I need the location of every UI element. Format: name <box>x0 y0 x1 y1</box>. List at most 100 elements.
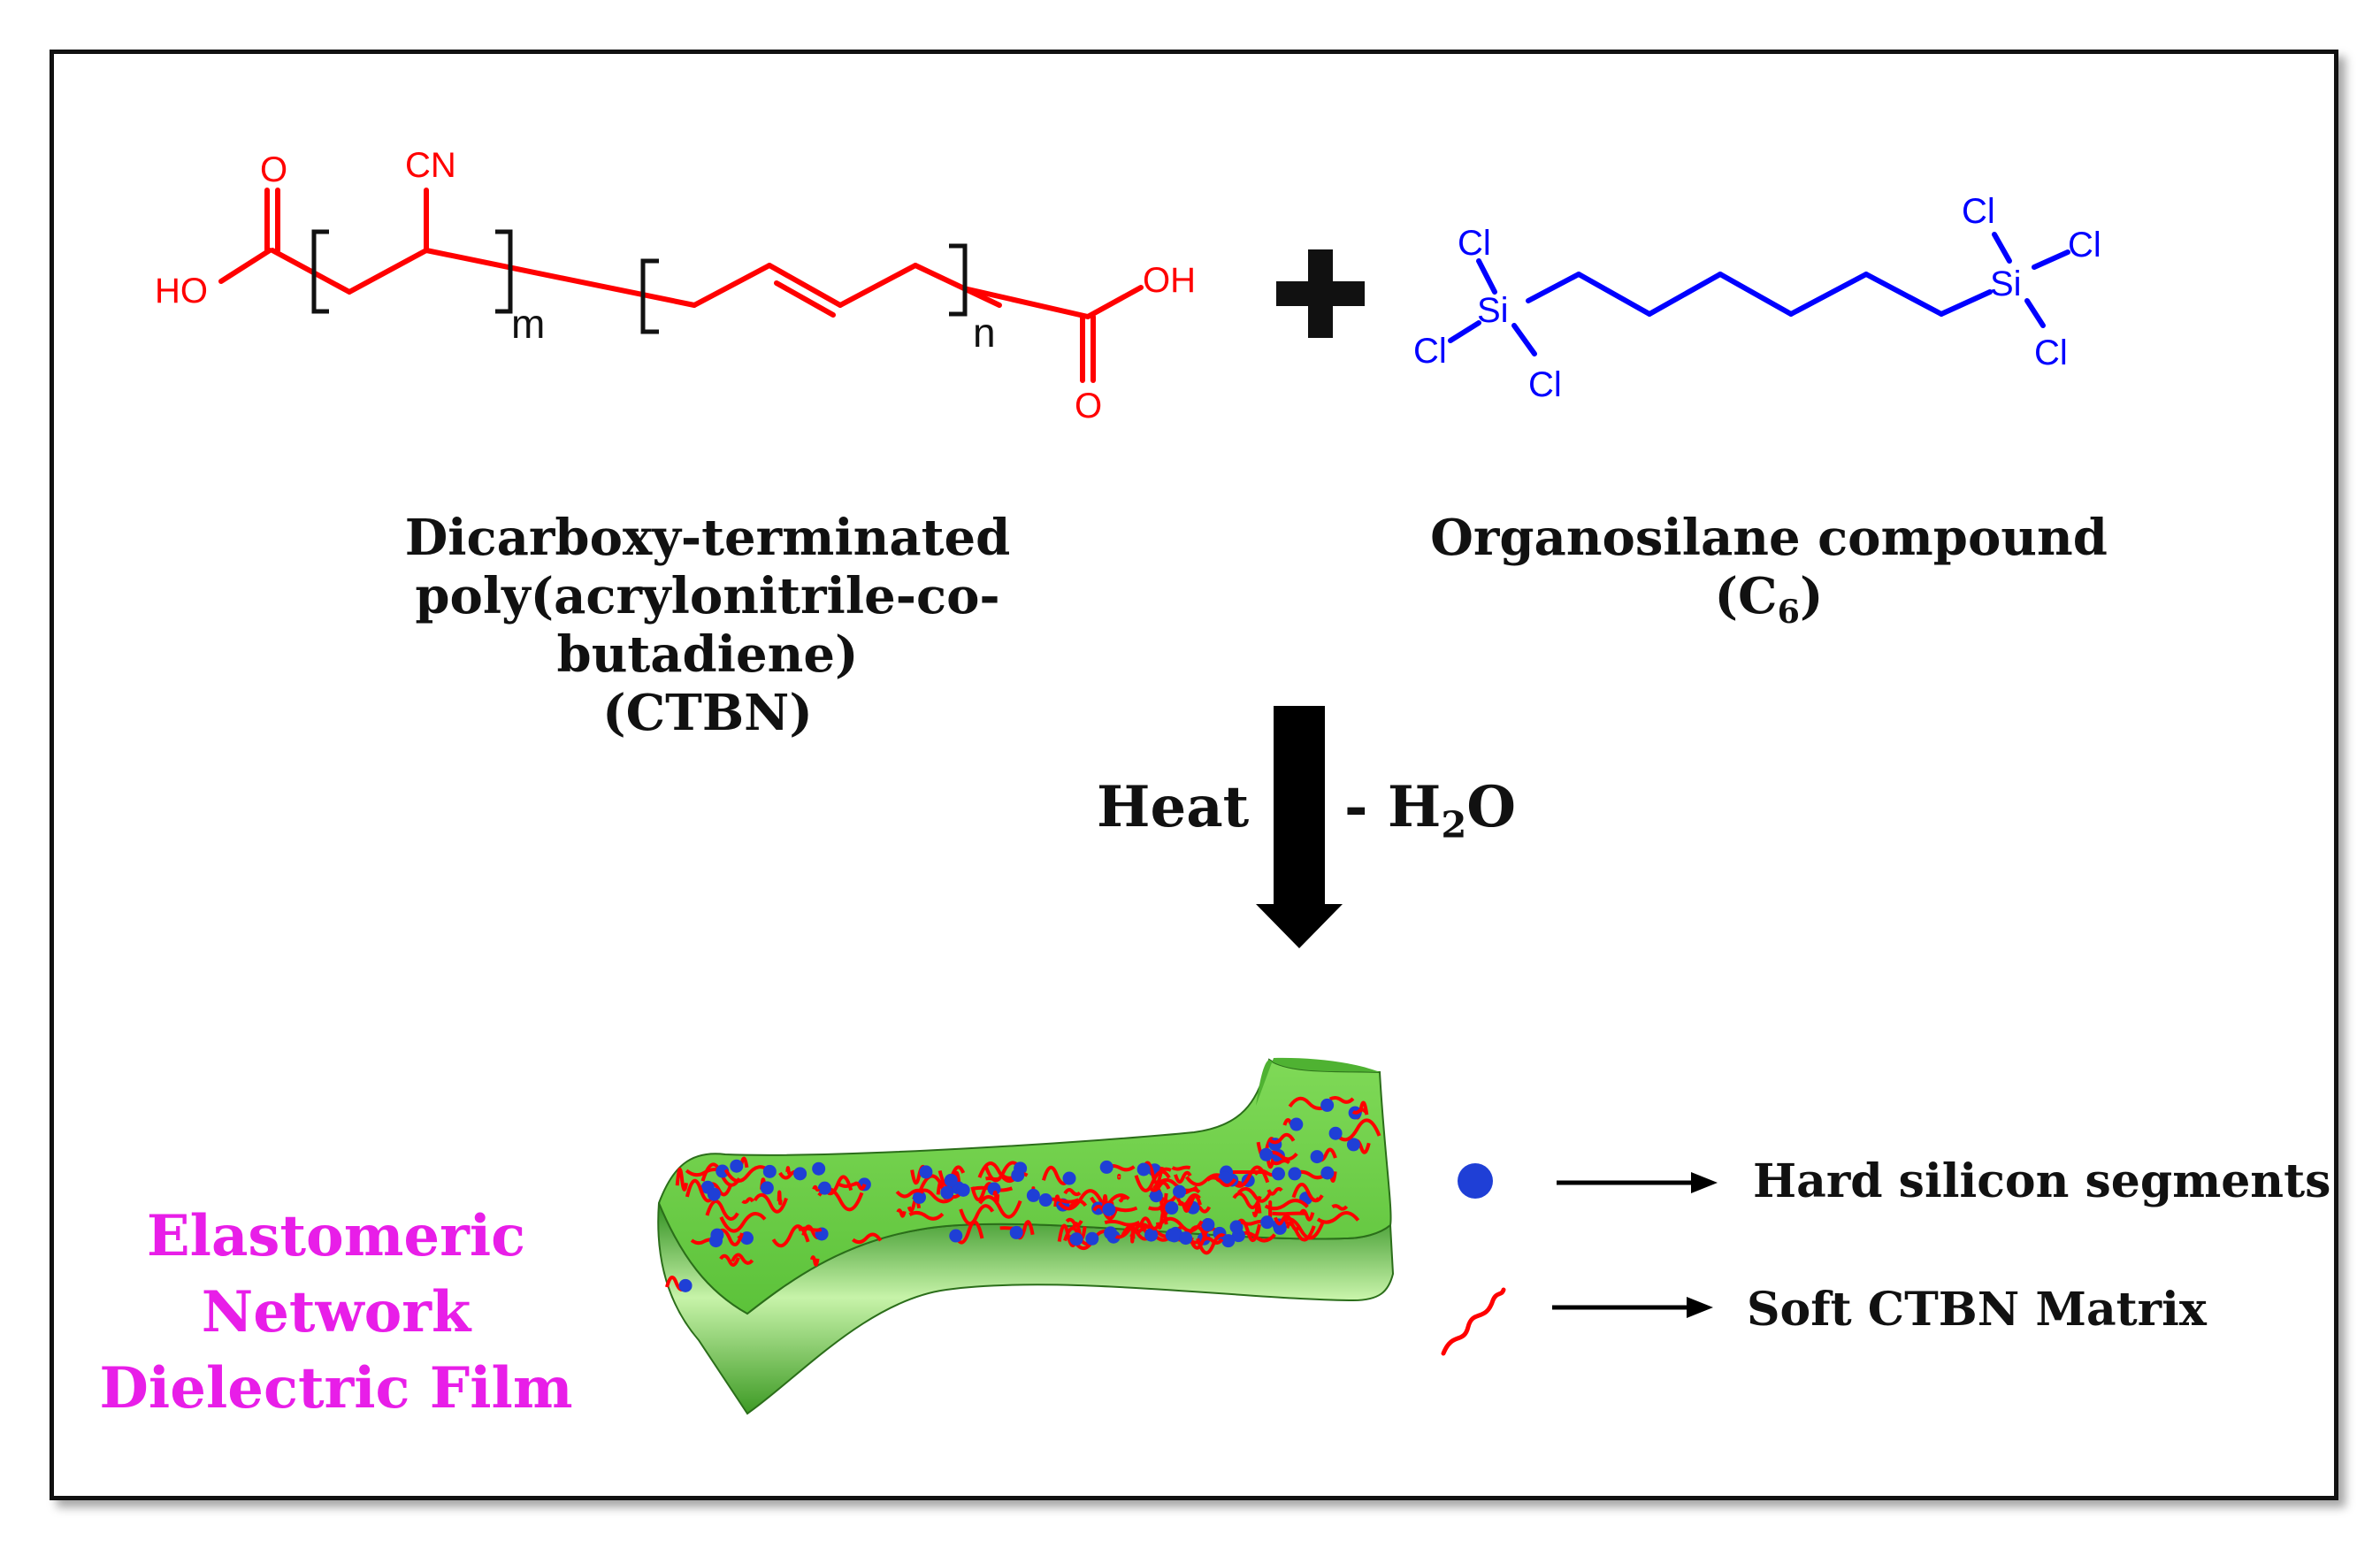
hard-segment-node <box>1173 1184 1187 1199</box>
soft-chain <box>810 1255 820 1267</box>
bond <box>961 286 1091 319</box>
water-suffix: O <box>1466 774 1517 840</box>
hard-segment-node <box>1229 1220 1244 1234</box>
organosilane-caption-line2: (C6) <box>1397 567 2140 641</box>
red-squiggle-icon <box>1441 1287 1506 1356</box>
soft-chain <box>1264 1199 1309 1211</box>
soft-chain <box>985 1177 1001 1182</box>
repeat-brackets <box>311 229 968 334</box>
hard-segment-node <box>716 1164 730 1178</box>
soft-chain <box>1272 1211 1306 1216</box>
soft-chain <box>1236 1186 1273 1203</box>
soft-chain <box>1177 1200 1191 1213</box>
soft-chain <box>719 1253 740 1267</box>
soft-chain <box>1274 1214 1291 1226</box>
soft-chain <box>777 1190 783 1206</box>
water-subscript: 2 <box>1441 802 1467 847</box>
soft-chain <box>685 1178 716 1203</box>
bond <box>347 248 429 295</box>
hard-segment-node <box>940 1185 954 1200</box>
bracket-m-right <box>495 229 513 314</box>
soft-chain <box>1298 1208 1315 1222</box>
bracket-n-right <box>949 243 968 317</box>
soft-chain <box>741 1197 754 1204</box>
atom-o-right: O <box>1075 387 1102 425</box>
atom-cn: CN <box>405 146 456 185</box>
soft-chain <box>1291 1183 1324 1203</box>
bond <box>1992 232 2012 264</box>
bond <box>1448 320 1481 343</box>
bond <box>692 263 772 308</box>
soft-chain <box>1071 1222 1087 1240</box>
water-loss-label: - H2O <box>1344 774 1516 846</box>
soft-chain <box>853 1181 867 1191</box>
hard-segment-node <box>762 1164 777 1178</box>
hard-segment-node <box>1289 1117 1304 1131</box>
bond <box>838 263 918 308</box>
product-line2: Network <box>201 1279 471 1345</box>
hard-segment-node <box>793 1167 807 1181</box>
hard-segment-node <box>812 1161 826 1176</box>
soft-chain <box>896 1208 907 1218</box>
soft-chain <box>812 1184 821 1192</box>
soft-chain <box>771 1224 810 1248</box>
organosilane-caption: Organosilane compound (C6) <box>1397 509 2140 641</box>
atom-o-left: O <box>260 150 287 189</box>
bond <box>1511 323 1537 356</box>
soft-chain <box>1331 1204 1349 1211</box>
legend-arrow-hard <box>1557 1172 1718 1193</box>
hard-segment-node <box>913 1190 927 1204</box>
hard-segment-node <box>1038 1193 1052 1207</box>
soft-chain <box>977 1161 1020 1184</box>
soft-chain <box>1118 1193 1126 1203</box>
film-curl <box>1256 1057 1380 1106</box>
hard-segment-node <box>919 1165 933 1179</box>
hard-segment-node <box>1009 1225 1023 1239</box>
reaction-arrow <box>1256 706 1343 948</box>
bond <box>1526 272 1581 303</box>
soft-chain <box>1174 1170 1192 1184</box>
hard-segment-node <box>1099 1160 1113 1174</box>
atom-cl: Cl <box>1528 365 1562 404</box>
hard-segment-node <box>1136 1162 1151 1177</box>
bond <box>1939 289 1993 317</box>
formula-subscript: 6 <box>1777 592 1800 631</box>
plus-icon <box>1276 249 1365 338</box>
hard-segment-node <box>739 1231 754 1246</box>
soft-chain <box>1268 1132 1296 1145</box>
hard-segment-node <box>1310 1150 1324 1164</box>
soft-chain <box>705 1199 739 1221</box>
hard-segment-node <box>1144 1228 1159 1242</box>
hard-segment-node <box>1069 1232 1083 1246</box>
soft-chain <box>1334 1118 1381 1142</box>
ctbn-caption-line1: Dicarboxy-terminated <box>404 509 1011 567</box>
formula-c: (C <box>1714 567 1778 625</box>
soft-chain <box>785 1166 792 1176</box>
soft-chain <box>1205 1176 1237 1187</box>
soft-chain <box>1251 1201 1262 1218</box>
atom-si-left: Si <box>1477 291 1509 330</box>
hard-segment-node <box>987 1182 1001 1196</box>
hard-segment-node <box>1260 1215 1274 1230</box>
hard-segment-node <box>956 1183 970 1197</box>
ctbn-structure <box>218 188 1144 383</box>
soft-chain <box>953 1220 984 1245</box>
subscript-m: m <box>511 301 545 347</box>
hard-segment-node <box>1102 1202 1116 1216</box>
soft-chain <box>1171 1165 1191 1171</box>
bracket-n-left <box>640 258 659 334</box>
water-prefix: - H <box>1344 774 1442 840</box>
hard-segment-node <box>1011 1169 1025 1183</box>
bond <box>1718 272 1794 317</box>
film-top <box>657 1058 1392 1315</box>
hard-segment-node <box>817 1181 831 1195</box>
bracket-m-left <box>311 229 329 314</box>
hard-segment-node <box>1201 1217 1215 1231</box>
elastomer-film <box>657 1057 1395 1415</box>
hard-segment-node <box>1328 1126 1343 1140</box>
formula-close: ) <box>1799 567 1824 625</box>
hard-segment-node <box>730 1159 744 1173</box>
atom-cl: Cl <box>1413 332 1447 371</box>
heat-label: Heat <box>1097 774 1250 840</box>
hard-segment-node <box>1320 1166 1335 1180</box>
